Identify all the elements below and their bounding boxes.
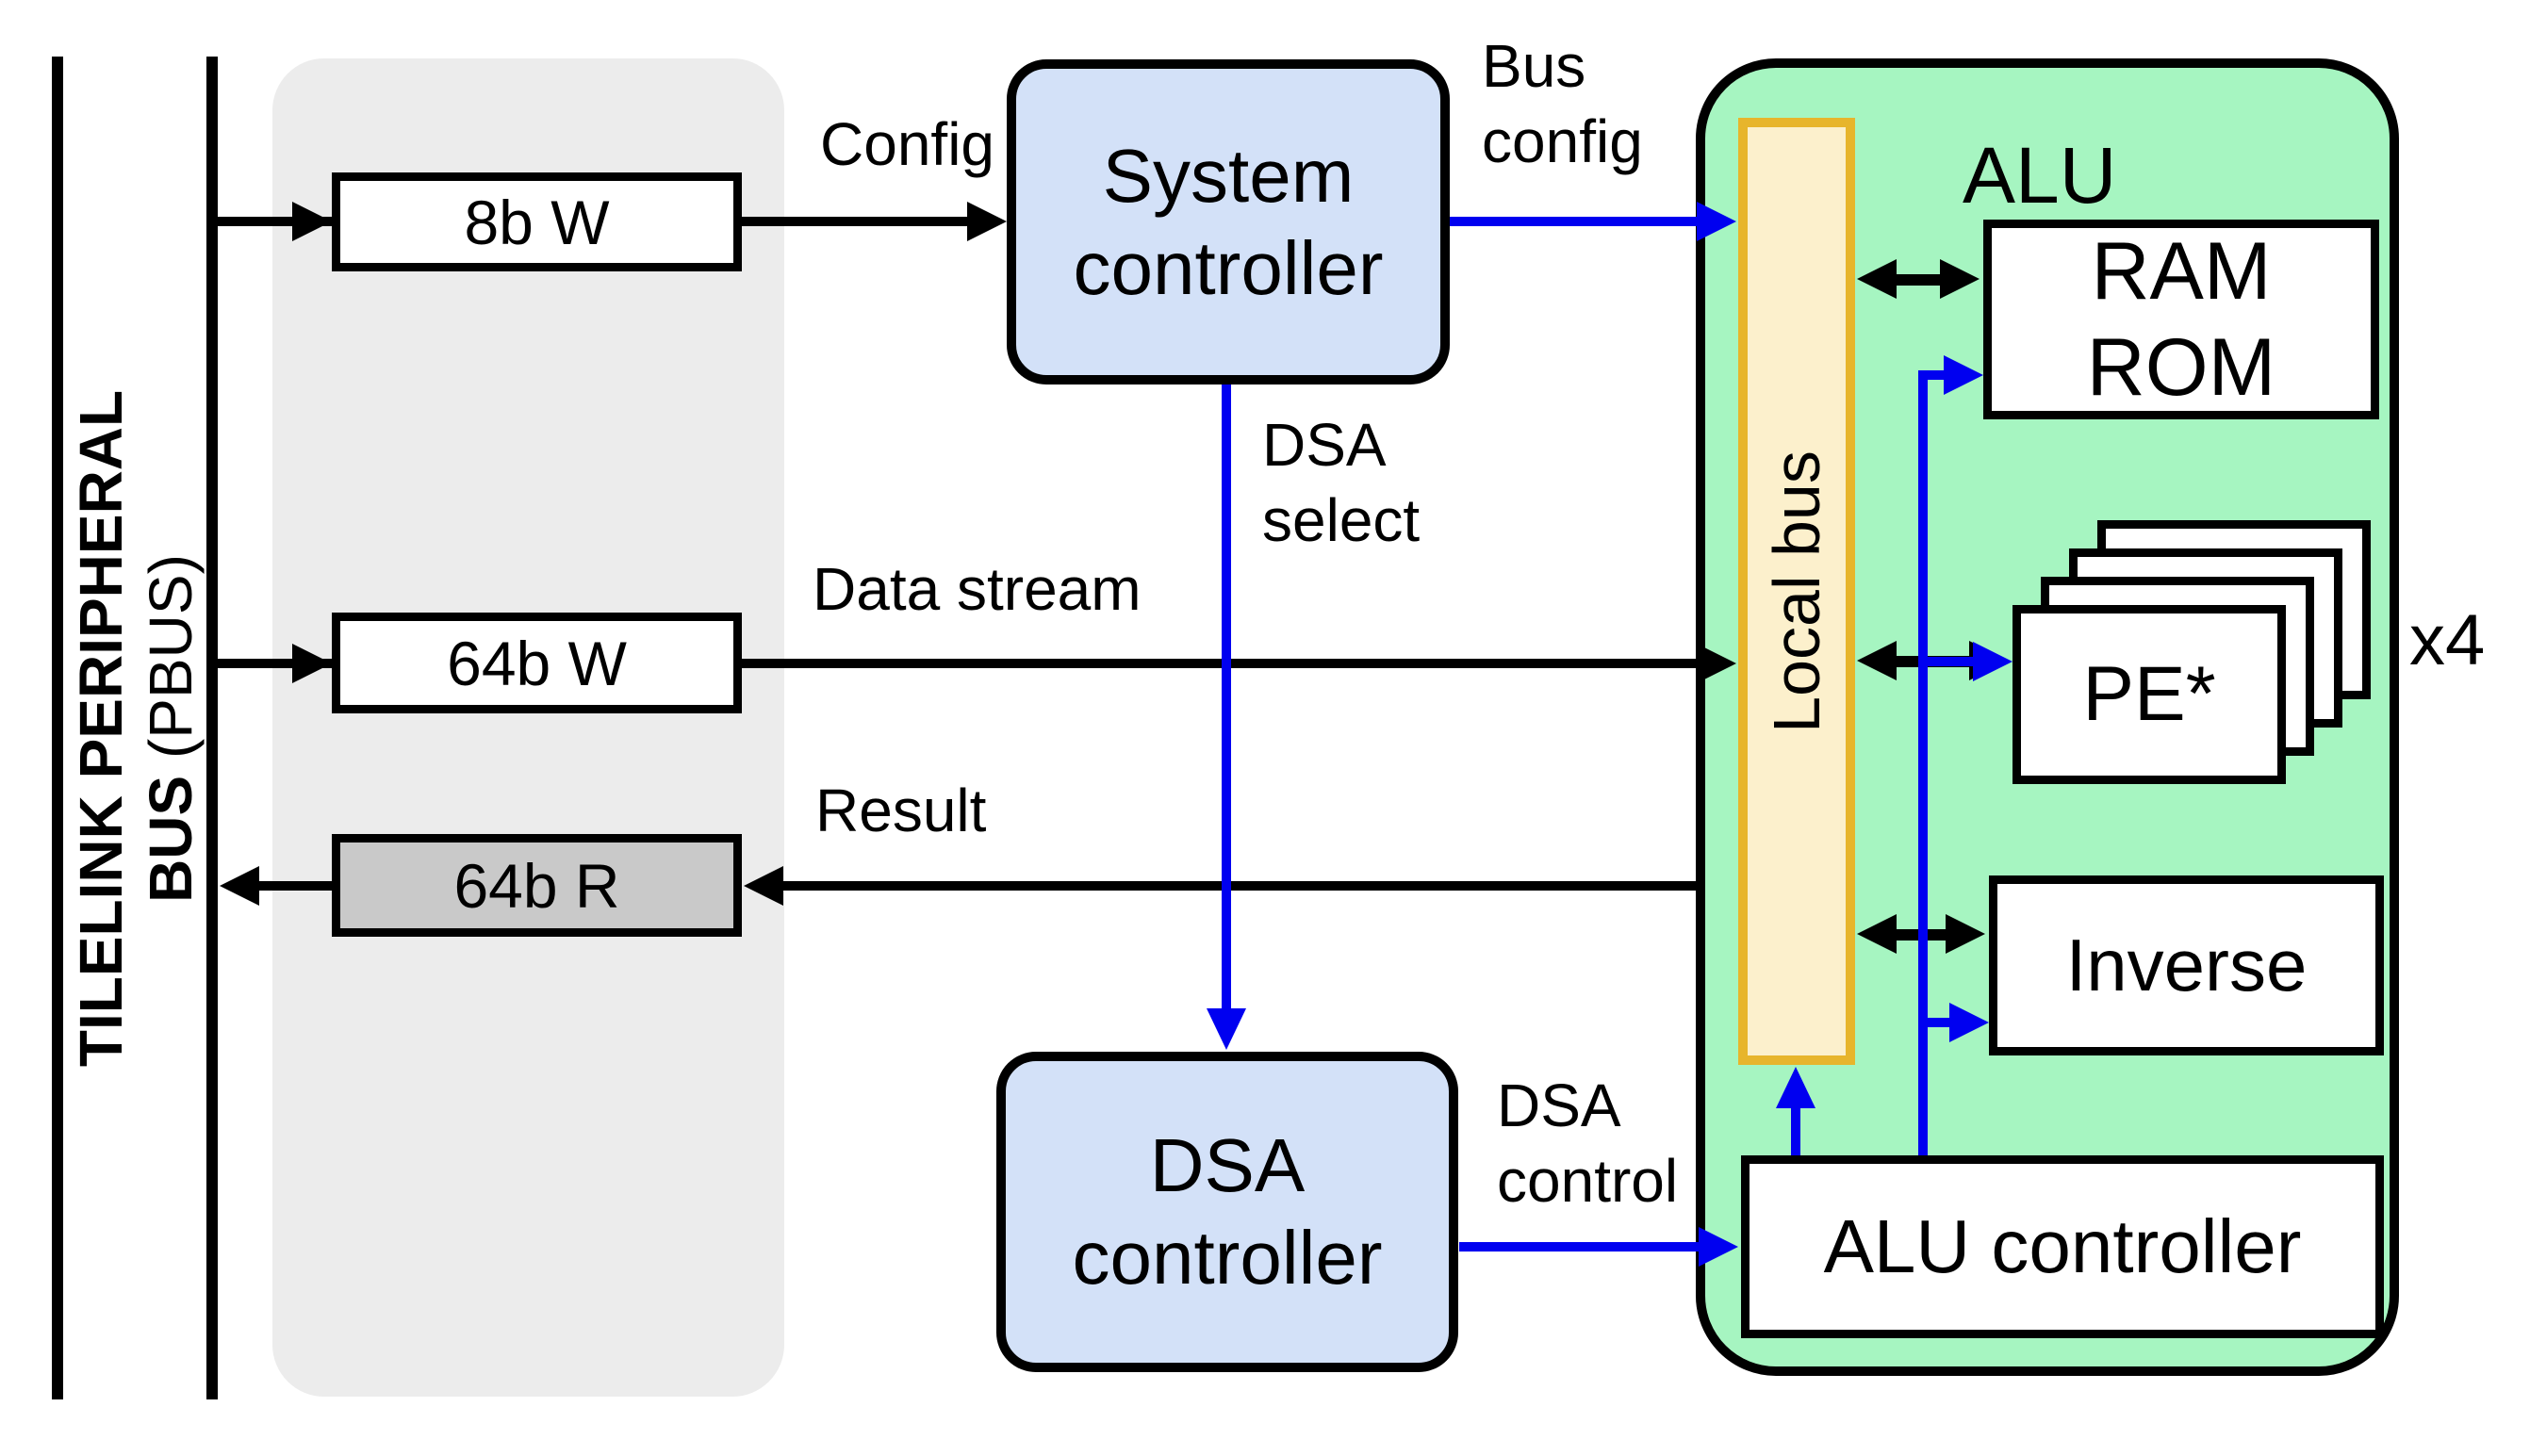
pbus-label-wrap: TILELINK PERIPHERAL BUS (PBUS) — [41, 0, 230, 1456]
pe-box-front: PE* — [2012, 605, 2286, 784]
bus-config-arrow — [1450, 217, 1699, 226]
alu-controller-box: ALU controller — [1741, 1155, 2384, 1338]
inverse-label: Inverse — [2065, 924, 2308, 1006]
dsa-control-arrow-head — [1699, 1227, 1738, 1267]
localbus-pe-arrow-head-left — [1857, 641, 1897, 680]
config-arrow-head — [967, 202, 1007, 241]
aluctrl-to-pe-branch — [1928, 657, 1975, 666]
pe-label: PE* — [2082, 651, 2216, 737]
pbus-label-line2: BUS (PBUS) — [136, 389, 205, 1066]
dsa-controller-box: DSA controller — [996, 1052, 1458, 1372]
pbus-to-8bw-arrow-head — [292, 202, 332, 241]
dsa-control-arrow — [1459, 1242, 1700, 1252]
pbus-label-pbus: (PBUS) — [137, 553, 205, 776]
aluctrl-to-ram-arrow-head — [1944, 355, 1983, 395]
pbus-to-8bw-arrow — [218, 217, 332, 226]
dsa-select-label: DSA select — [1262, 407, 1420, 558]
rom-label: ROM — [2086, 322, 2276, 413]
pbus-to-64bw-arrow — [218, 659, 332, 668]
localbus-inverse-arrow-head-left — [1857, 914, 1897, 954]
ram-label: RAM — [2091, 226, 2272, 317]
system-controller-line2: controller — [1073, 225, 1384, 310]
ram-rom-box: RAM ROM — [1983, 220, 2379, 419]
data-stream-arrow — [742, 659, 1700, 668]
pbus-register-panel — [272, 58, 784, 1397]
system-controller-line1: System — [1102, 133, 1355, 218]
pbus-to-64bw-arrow-head — [292, 644, 332, 683]
aluctrl-to-pe-arrow-head — [1973, 642, 2012, 681]
bus-config-line2: config — [1482, 107, 1643, 175]
register-8b-write: 8b W — [332, 172, 742, 271]
pbus-line-left — [52, 57, 63, 1399]
local-bus-label: Local bus — [1760, 450, 1833, 733]
alu-region-title: ALU — [1963, 131, 2117, 220]
bus-config-label: Bus config — [1482, 28, 1643, 179]
localbus-inverse-arrow-head-right — [1946, 914, 1985, 954]
dsa-select-arrow-head — [1207, 1008, 1246, 1050]
aluctrl-to-inverse-arrow-head — [1949, 1003, 1989, 1042]
alu-controller-label: ALU controller — [1823, 1204, 2302, 1288]
pbus-label-line1: TILELINK PERIPHERAL — [67, 389, 135, 1067]
localbus-ram-arrow-head-right — [1940, 259, 1980, 299]
local-bus: Local bus — [1738, 118, 1855, 1065]
register-64b-write-label: 64b W — [447, 628, 627, 698]
bus-config-line1: Bus — [1482, 32, 1586, 100]
config-arrow — [742, 217, 973, 226]
result-to-pbus-arrow — [257, 881, 332, 891]
dsa-select-arrow — [1222, 384, 1231, 1012]
dsa-control-line1: DSA — [1497, 1072, 1621, 1139]
register-64b-read: 64b R — [332, 834, 742, 937]
pe-multiplier-label: x4 — [2409, 600, 2486, 680]
dsa-control-line2: control — [1497, 1147, 1679, 1215]
register-64b-read-label: 64b R — [453, 850, 620, 921]
config-label: Config — [820, 110, 994, 178]
result-arrow-head-into-64br — [744, 866, 783, 906]
dsa-select-line1: DSA — [1262, 411, 1387, 479]
register-8b-write-label: 8b W — [464, 187, 610, 257]
aluctrl-to-ram-elbow — [1918, 370, 1946, 380]
pbus-label-bus: BUS — [137, 775, 205, 903]
aluctrl-control-line — [1918, 370, 1928, 1155]
pbus-label: TILELINK PERIPHERAL BUS (PBUS) — [66, 389, 205, 1066]
dsa-controller-line2: controller — [1072, 1216, 1383, 1300]
aluctrl-to-localbus-arrow — [1791, 1104, 1800, 1155]
data-stream-label: Data stream — [813, 555, 1142, 623]
inverse-box: Inverse — [1989, 875, 2384, 1055]
aluctrl-to-localbus-arrow-head — [1776, 1067, 1815, 1108]
register-64b-write: 64b W — [332, 613, 742, 713]
data-stream-arrow-head — [1697, 644, 1736, 683]
bus-config-arrow-head — [1697, 202, 1736, 241]
system-controller-box: System controller — [1007, 59, 1450, 384]
localbus-ram-arrow — [1893, 274, 1947, 286]
dsa-select-line2: select — [1262, 486, 1421, 554]
result-label: Result — [815, 777, 987, 844]
result-to-pbus-arrow-head — [220, 866, 259, 906]
dsa-controller-line1: DSA — [1149, 1123, 1306, 1207]
result-arrow — [781, 881, 1697, 891]
aluctrl-to-inverse-branch — [1928, 1018, 1951, 1027]
pbus-line-right — [206, 57, 218, 1399]
dsa-control-label: DSA control — [1497, 1068, 1678, 1219]
localbus-ram-arrow-head-left — [1857, 259, 1897, 299]
